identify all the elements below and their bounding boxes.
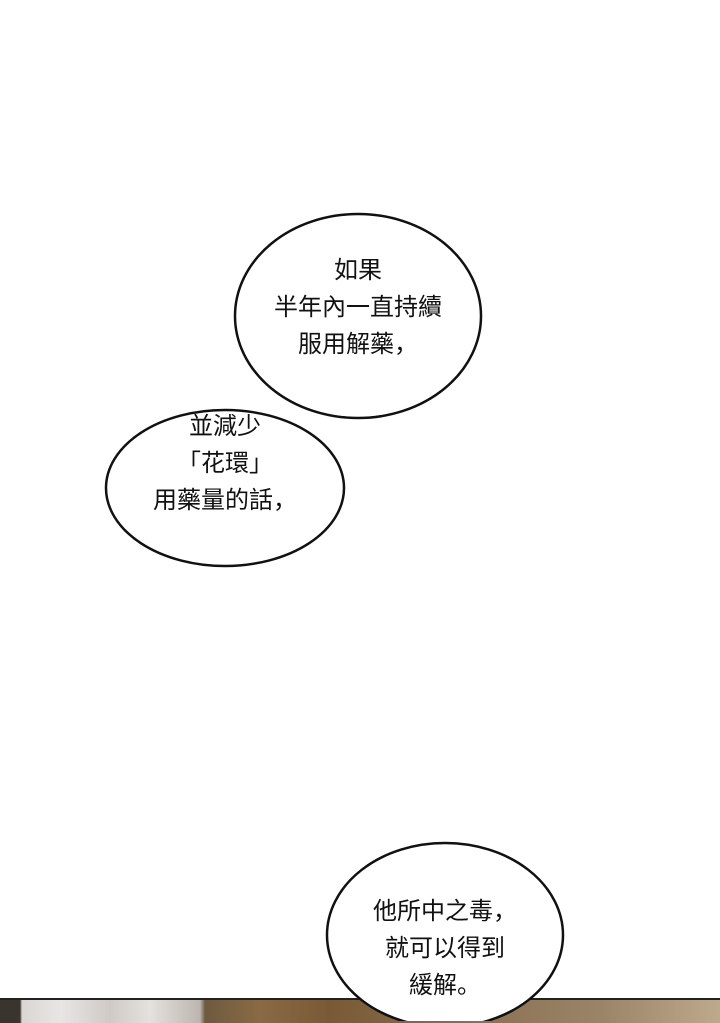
text-line: 如果 (334, 256, 382, 284)
speech-text-3: 他所中之毒， 就可以得到 緩解。 (335, 893, 555, 1004)
text-line: 「花環」 (177, 449, 273, 477)
merged-speech-bubble (104, 212, 483, 568)
text-line: 並減少 (189, 412, 261, 440)
text-line: 就可以得到 (385, 934, 505, 962)
text-line: 他所中之毒， (373, 897, 517, 925)
text-line: 半年內一直持續 (274, 293, 442, 321)
speech-bubble-bottom (325, 841, 565, 1021)
text-line: 緩解。 (409, 971, 481, 999)
text-line: 用藥量的話， (153, 486, 297, 514)
text-line: 服用解藥， (298, 330, 418, 358)
speech-text-2: 並減少 「花環」 用藥量的話， (110, 408, 340, 519)
speech-text-1: 如果 半年內一直持續 服用解藥， (238, 252, 478, 363)
